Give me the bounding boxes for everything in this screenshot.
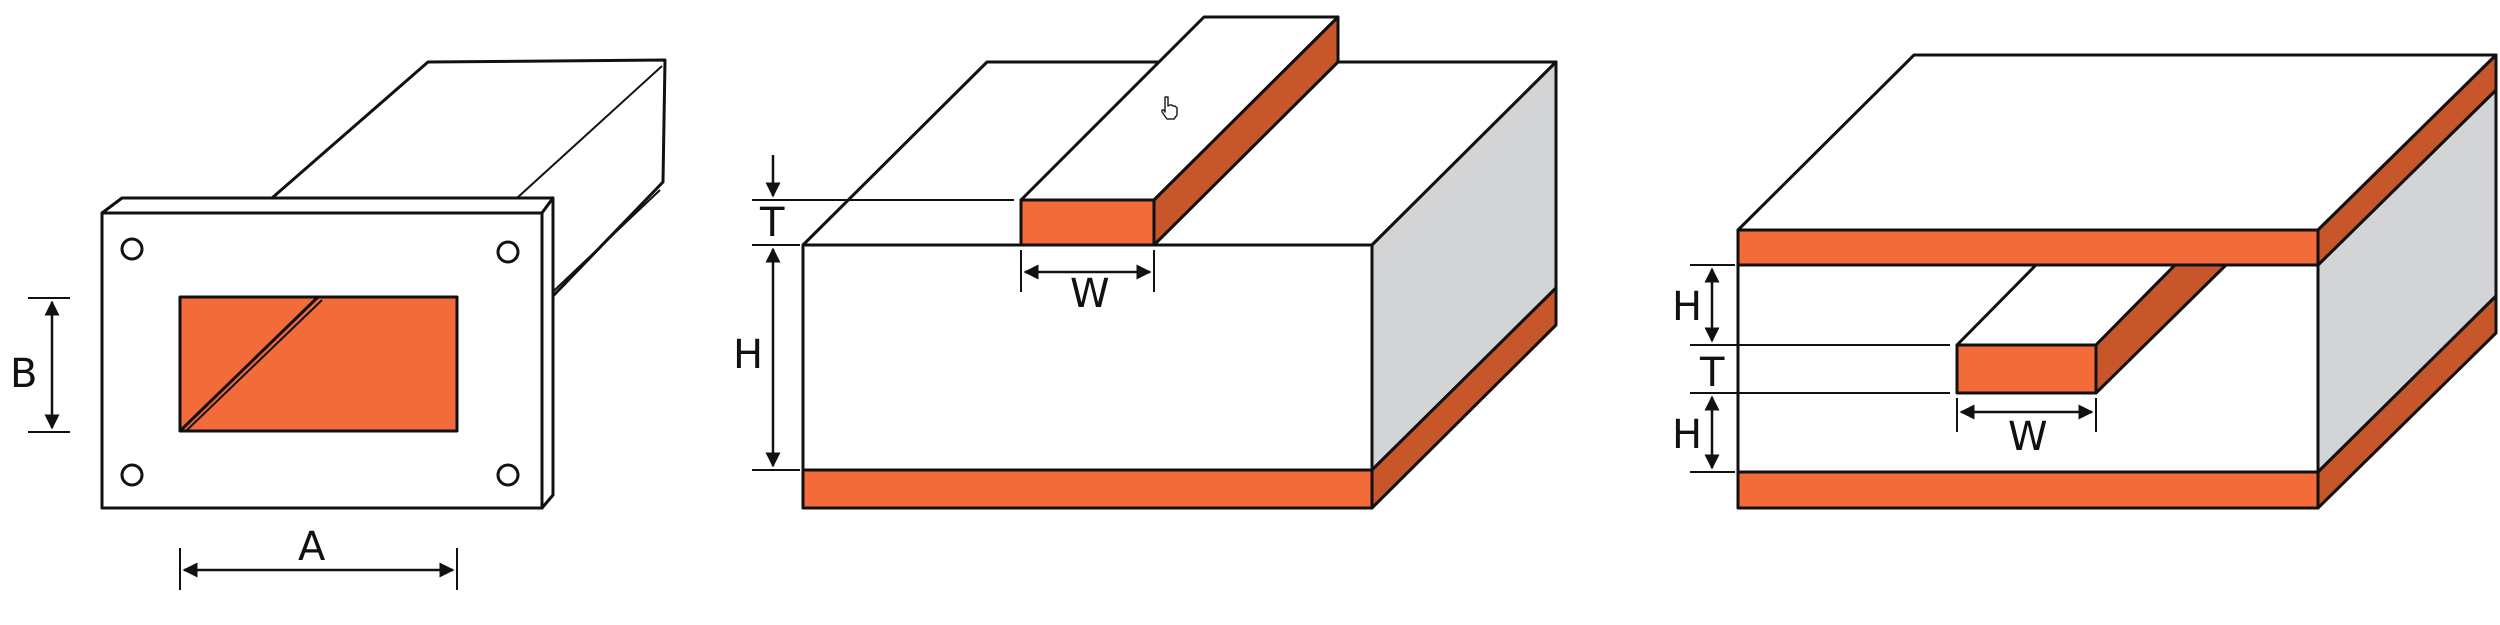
flange-hole-top-left [120, 237, 144, 261]
waveguide-body-edge-lower [539, 189, 661, 305]
substrate-front [801, 243, 1374, 472]
waveguide-body-edge [516, 65, 663, 199]
waveguide-flange-side [540, 196, 555, 510]
dimension-h-upper-label: H [1672, 284, 1702, 330]
waveguide-flange-top [100, 196, 555, 215]
stripline-diagram [1690, 53, 2498, 510]
waveguide-aperture [178, 295, 459, 433]
dimension-a-label: A [298, 524, 326, 570]
dimension-t-label: T [759, 200, 785, 246]
dimension-h-label: H [733, 332, 763, 378]
dimension-b-label: B [10, 351, 37, 397]
ground-plane [801, 468, 1374, 510]
dimension-t-strip-label: T [1699, 350, 1725, 396]
strip-trace-front [1955, 343, 2098, 395]
waveguide-aperture-edge [178, 295, 320, 433]
dimension-w-strip-label: W [2008, 414, 2048, 460]
waveguide-diagram [28, 58, 667, 590]
trace-front [1019, 198, 1156, 247]
flange-hole-bottom-right [496, 463, 520, 487]
dimension-h-lower-label: H [1672, 412, 1702, 458]
flange-hole-bottom-left [120, 463, 144, 487]
flange-hole-top-right [496, 240, 520, 264]
microstrip-diagram [752, 15, 1558, 510]
lower-plane [1736, 470, 2320, 510]
dimension-w-label: W [1070, 271, 1110, 317]
upper-plane [1736, 228, 2320, 267]
hand-pointer-icon [1161, 96, 1178, 120]
